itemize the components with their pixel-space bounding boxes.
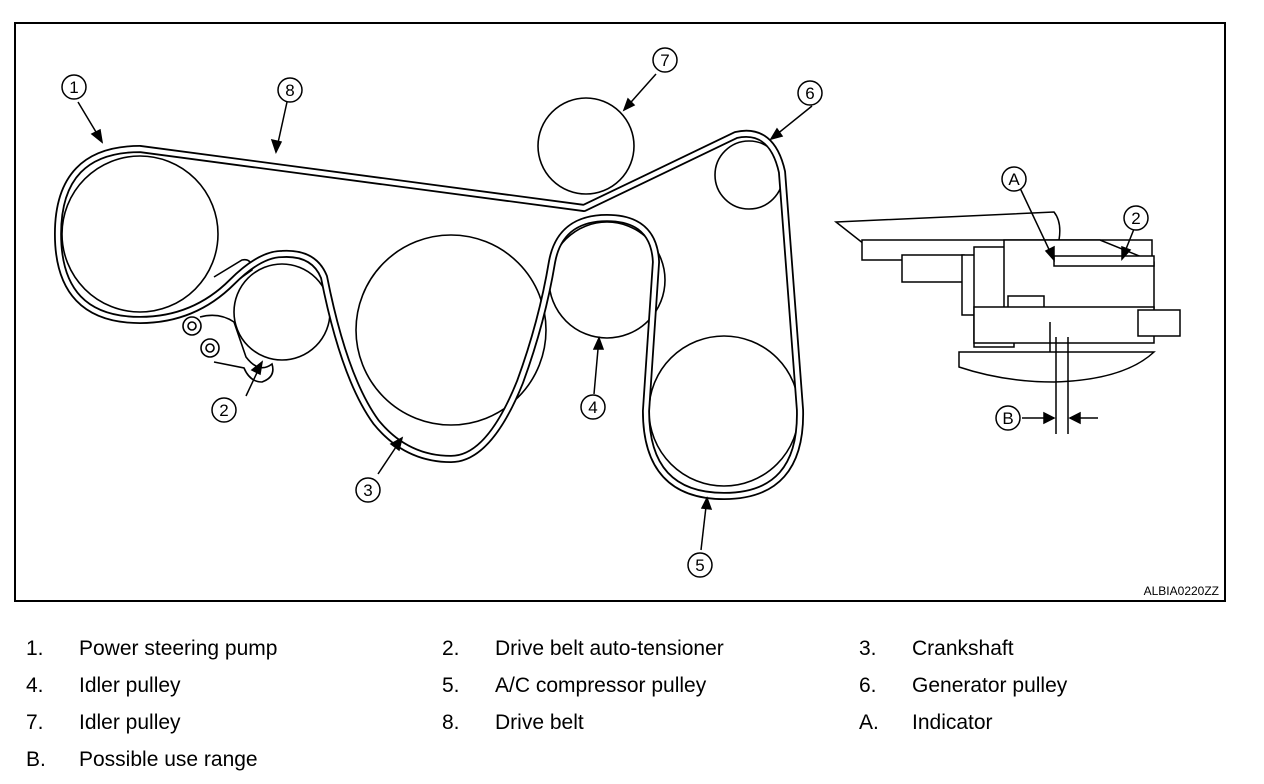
callout-3: 3	[355, 477, 381, 503]
range-arrows	[1022, 411, 1098, 425]
legend-text: Drive belt auto-tensioner	[495, 637, 724, 660]
legend-number: 6.	[859, 674, 877, 697]
svg-text:A: A	[1008, 170, 1020, 189]
crankshaft-pulley	[355, 234, 547, 426]
belt-diagram-figure: 1 8 2 3 4 5 6 7 2 A B ALBIA0220ZZ	[14, 22, 1226, 602]
callout-1: 1	[61, 74, 87, 100]
callout-8: 8	[277, 77, 303, 103]
detail-base	[973, 306, 1155, 344]
legend-text: Crankshaft	[912, 637, 1014, 660]
legend-text: Generator pulley	[912, 674, 1068, 697]
legend-number: 8.	[442, 711, 460, 734]
svg-text:2: 2	[219, 401, 228, 420]
svg-text:2: 2	[1131, 209, 1140, 228]
legend-number: A.	[859, 711, 879, 734]
legend-number: 1.	[26, 637, 44, 660]
legend-number: B.	[26, 748, 46, 771]
legend-row: 7. Idler pulley 8. Drive belt A. Indicator	[26, 704, 1246, 741]
legend-row: 4. Idler pulley 5. A/C compressor pulley 6…	[26, 667, 1246, 704]
svg-text:B: B	[1002, 409, 1013, 428]
figure-reference-code: ALBIA0220ZZ	[1144, 584, 1219, 598]
legend-text: Power steering pump	[79, 637, 278, 660]
tensioner-detail-inset	[833, 211, 1181, 434]
svg-text:1: 1	[69, 78, 78, 97]
legend-text: Idler pulley	[79, 711, 181, 734]
callout-b: B	[995, 405, 1021, 431]
legend-text: Possible use range	[79, 748, 258, 771]
legend-text: Idler pulley	[79, 674, 181, 697]
auto-tensioner-body	[213, 258, 253, 288]
tensioner-bolt-2	[200, 338, 220, 358]
callout-detail-2: 2	[1123, 205, 1149, 231]
tensioner-bolt-1	[182, 316, 202, 336]
drive-belt	[54, 129, 805, 500]
legend-number: 7.	[26, 711, 44, 734]
callout-5: 5	[687, 552, 713, 578]
legend-number: 5.	[442, 674, 460, 697]
idler-pulley-upper	[537, 97, 635, 195]
detail-slot	[1053, 255, 1155, 267]
legend-row: 1. Power steering pump 2. Drive belt auto-…	[26, 630, 1246, 667]
callout-6: 6	[797, 80, 823, 106]
legend-number: 2.	[442, 637, 460, 660]
svg-text:6: 6	[805, 84, 814, 103]
svg-text:7: 7	[660, 51, 669, 70]
callout-a: A	[1001, 166, 1027, 192]
legend-text: Drive belt	[495, 711, 584, 734]
detail-block-left	[901, 254, 965, 283]
leader-lines	[77, 73, 1135, 551]
legend-text: A/C compressor pulley	[495, 674, 707, 697]
legend-number: 3.	[859, 637, 877, 660]
svg-text:8: 8	[285, 81, 294, 100]
legend: 1. Power steering pump 2. Drive belt auto-…	[26, 630, 1246, 778]
callouts: 1 8 2 3 4 5 6 7 2 A B	[61, 47, 1149, 578]
callout-7: 7	[652, 47, 678, 73]
svg-text:3: 3	[363, 481, 372, 500]
callout-2: 2	[211, 397, 237, 423]
svg-text:5: 5	[695, 556, 704, 575]
detail-right-block	[1137, 309, 1181, 337]
legend-number: 4.	[26, 674, 44, 697]
callout-4: 4	[580, 394, 606, 420]
svg-text:4: 4	[588, 398, 597, 417]
tensioner-bolt-2-inner	[205, 343, 215, 353]
legend-text: Indicator	[912, 711, 993, 734]
tensioner-bolt-1-inner	[187, 321, 197, 331]
legend-row: B. Possible use range	[26, 741, 1246, 778]
